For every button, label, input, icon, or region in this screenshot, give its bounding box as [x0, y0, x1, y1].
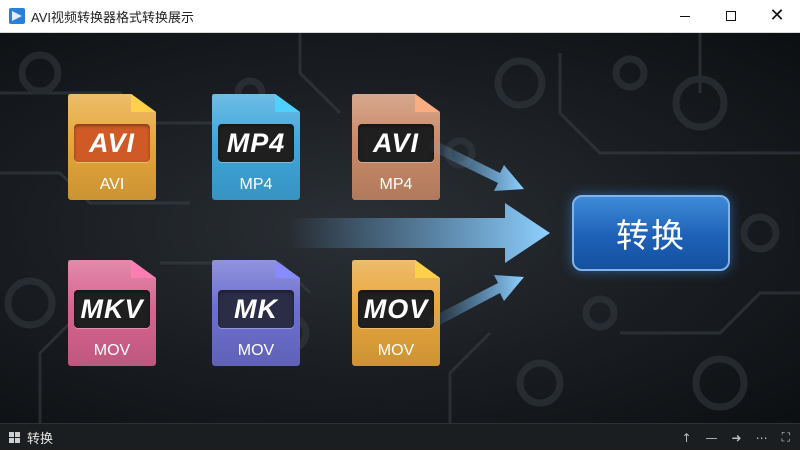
close-icon: ✕	[769, 5, 785, 26]
file-icon-mov[interactable]: MOV MOV	[352, 260, 440, 366]
maximize-button[interactable]	[708, 0, 754, 32]
file-caption: MOV	[377, 342, 415, 359]
file-caption: MOV	[237, 342, 275, 359]
grid-icon[interactable]	[9, 432, 20, 443]
close-button[interactable]: ✕	[754, 0, 800, 32]
file-icon-mkv[interactable]: MKV MOV	[68, 260, 156, 366]
file-caption: MP4	[379, 176, 413, 193]
window-title: AVI视频转换器格式转换展示	[31, 9, 194, 25]
status-label: 转换	[27, 431, 54, 446]
file-caption: MP4	[239, 176, 273, 193]
file-badge: AVI	[74, 124, 150, 162]
title-bar: AVI视频转换器格式转换展示 ✕	[0, 0, 800, 33]
file-badge: AVI	[358, 124, 434, 162]
file-icon-avi[interactable]: AVI AVI	[68, 94, 156, 200]
file-badge: MOV	[358, 290, 434, 328]
app-icon	[9, 8, 25, 24]
file-icon-avi-mp4[interactable]: AVI MP4	[352, 94, 440, 200]
minus-icon[interactable]: —	[705, 430, 718, 445]
up-arrow-icon[interactable]: ↑	[681, 430, 692, 445]
right-arrow-icon[interactable]: ➜	[731, 430, 742, 445]
file-icon-mp4[interactable]: MP4 MP4	[212, 94, 300, 200]
file-caption: AVI	[99, 176, 125, 193]
file-badge: MK	[218, 290, 294, 328]
file-icon-mk[interactable]: MK MOV	[212, 260, 300, 366]
file-badge: MP4	[218, 124, 294, 162]
convert-button[interactable]: 转换	[572, 195, 730, 271]
status-tools: ↑ — ➜ ⋯ ⛶	[681, 424, 790, 450]
fullscreen-icon[interactable]: ⛶	[781, 430, 790, 444]
maximize-icon	[726, 11, 736, 21]
minimize-button[interactable]	[662, 0, 708, 32]
window-controls: ✕	[662, 0, 800, 32]
more-icon[interactable]: ⋯	[755, 430, 768, 445]
minimize-icon	[680, 15, 690, 17]
status-bar: 转换 ↑ — ➜ ⋯ ⛶	[0, 423, 800, 450]
file-badge: MKV	[74, 290, 150, 328]
presentation-canvas: AVI AVI MP4 MP4 AVI MP4 MKV MOV	[0, 33, 800, 423]
file-caption: MOV	[93, 342, 131, 359]
